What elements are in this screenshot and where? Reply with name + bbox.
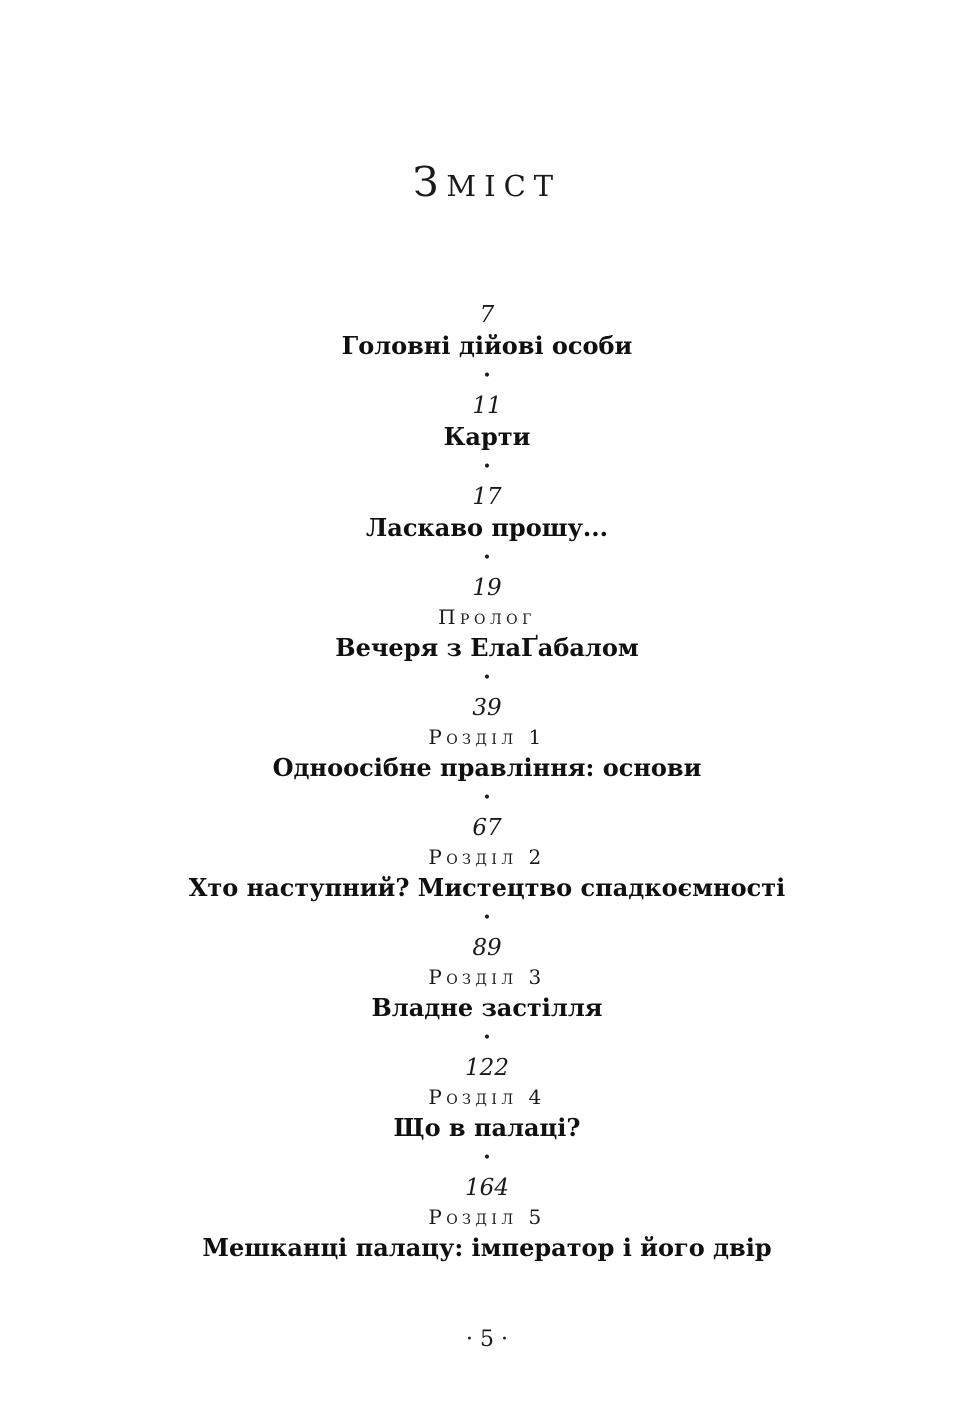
entry-title: Головні дійові особи <box>341 331 633 360</box>
chapter-label: Розділ 5 <box>428 1205 546 1229</box>
entry-title: Що в палаці? <box>393 1113 581 1142</box>
entry-separator: • <box>482 459 492 475</box>
chapter-label: Розділ 3 <box>428 965 546 989</box>
entry-page-number: 11 <box>472 393 502 419</box>
entry-title: Владне застілля <box>371 993 603 1022</box>
toc-entry: 19 Пролог Вечеря з ЕлаҐабалом <box>0 573 974 663</box>
toc-entry: 11 Карти <box>0 391 974 452</box>
entry-title: Ласкаво прошу... <box>366 513 608 542</box>
entry-separator: • <box>482 1030 492 1046</box>
entry-page-number: 7 <box>479 302 495 328</box>
chapter-label: Розділ 2 <box>428 845 546 869</box>
entry-page-number: 17 <box>472 484 502 510</box>
entry-page-number: 67 <box>472 815 502 841</box>
entry-page-number: 89 <box>472 935 502 961</box>
toc-entry: 122 Розділ 4 Що в палаці? <box>0 1053 974 1143</box>
toc-entry: 67 Розділ 2 Хто наступний? Мистецтво спа… <box>0 813 974 903</box>
entry-title: Одноосібне правління: основи <box>272 753 702 782</box>
toc-entry: 164 Розділ 5 Мешканці палацу: імператор … <box>0 1173 974 1263</box>
page-number-footer: · 5 · <box>466 1327 508 1352</box>
entry-title: Карти <box>443 422 531 451</box>
entry-separator: • <box>482 368 492 384</box>
chapter-label: Розділ 4 <box>428 1085 546 1109</box>
toc-entry: 7 Головні дійові особи <box>0 300 974 361</box>
chapter-label: Пролог <box>438 605 536 629</box>
entry-page-number: 164 <box>465 1175 509 1201</box>
toc-entry: 17 Ласкаво прошу... <box>0 482 974 543</box>
entry-separator: • <box>482 550 492 566</box>
entry-separator: • <box>482 670 492 686</box>
entry-separator: • <box>482 1150 492 1166</box>
entry-page-number: 19 <box>472 575 502 601</box>
page-title: Зміст <box>412 158 562 206</box>
entry-title: Хто наступний? Мистецтво спадкоємності <box>188 873 786 902</box>
chapter-label: Розділ 1 <box>428 725 546 749</box>
entry-title: Вечеря з ЕлаҐабалом <box>335 633 639 662</box>
table-of-contents: 7 Головні дійові особи • 11 Карти • 17 Л… <box>0 300 974 1263</box>
entry-page-number: 39 <box>472 695 502 721</box>
entry-separator: • <box>482 910 492 926</box>
entry-title: Мешканці палацу: імператор і його двір <box>202 1233 772 1262</box>
toc-entry: 39 Розділ 1 Одноосібне правління: основи <box>0 693 974 783</box>
entry-page-number: 122 <box>465 1055 509 1081</box>
toc-entry: 89 Розділ 3 Владне застілля <box>0 933 974 1023</box>
entry-separator: • <box>482 790 492 806</box>
